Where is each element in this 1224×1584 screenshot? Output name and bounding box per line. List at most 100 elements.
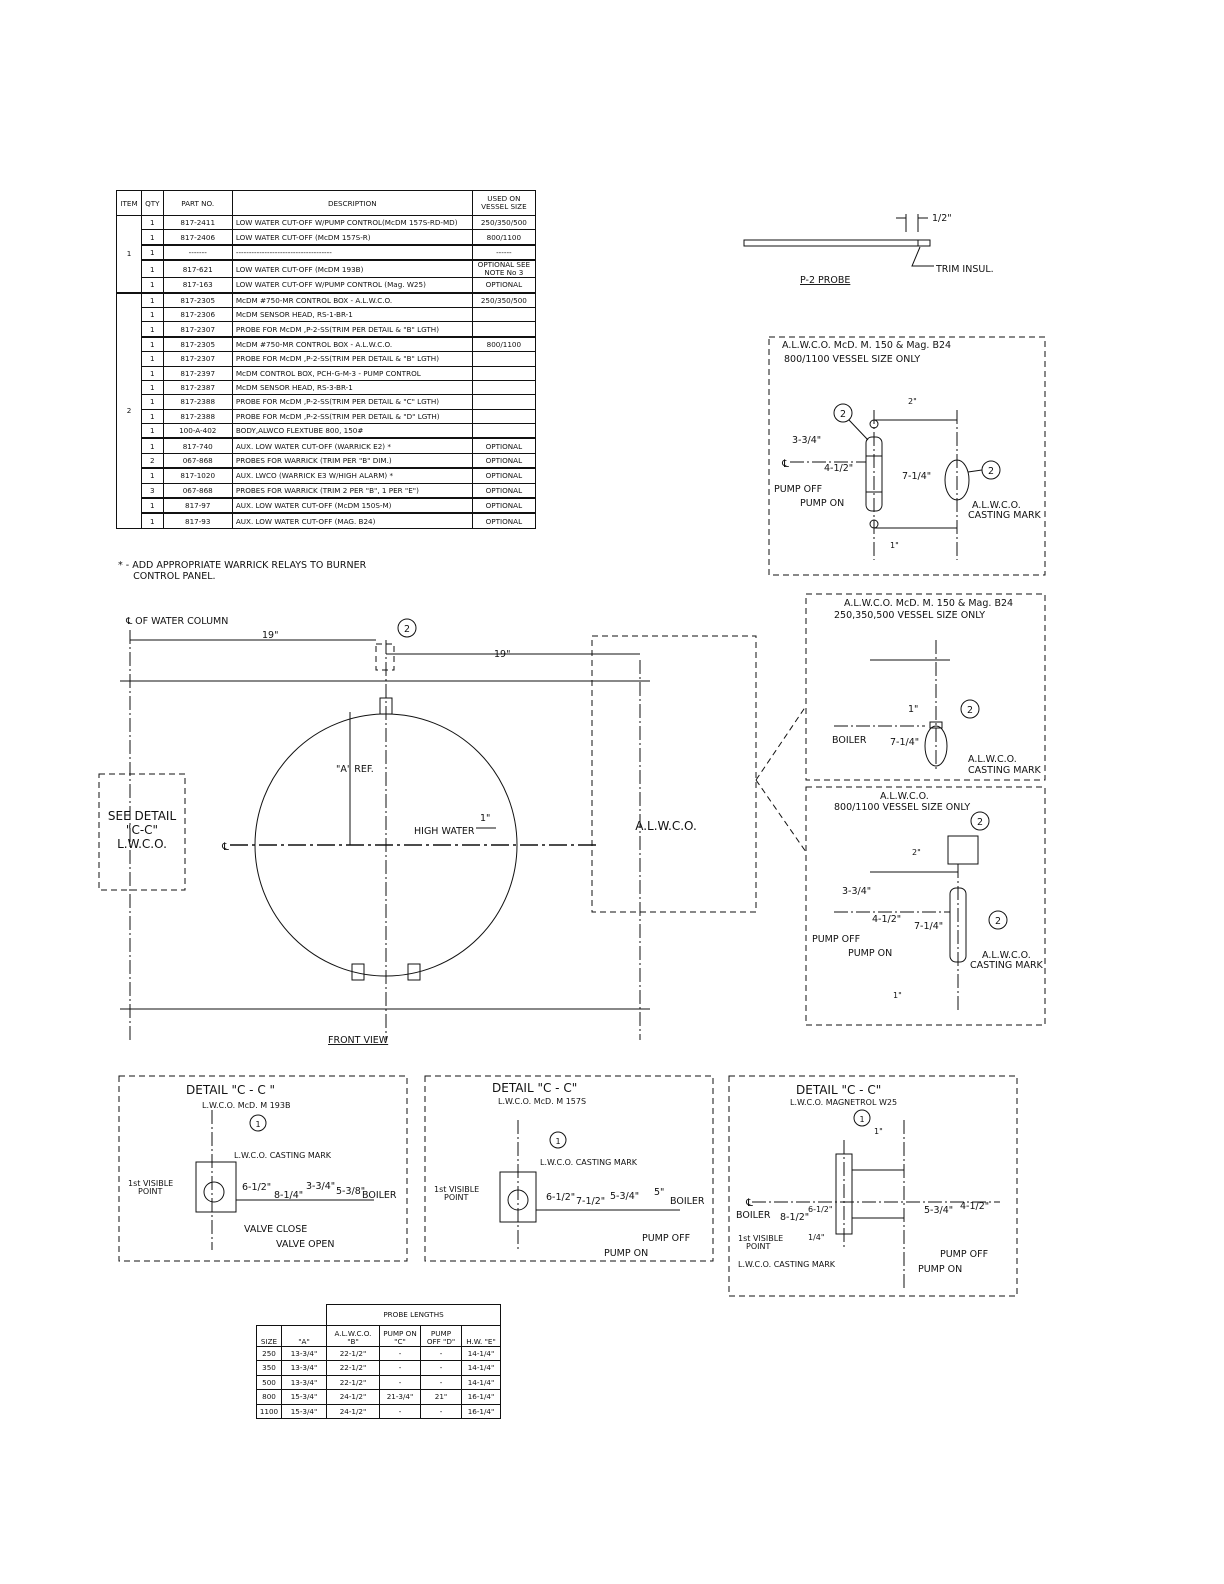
svg-text:POINT: POINT xyxy=(444,1193,468,1202)
svg-text:2": 2" xyxy=(912,848,921,857)
svg-text:A.L.W.C.O. McD. M. 150 & Mag.: A.L.W.C.O. McD. M. 150 & Mag. B24 xyxy=(844,598,1013,609)
svg-text:VALVE CLOSE: VALVE CLOSE xyxy=(244,1224,307,1235)
p2-probe-title: P-2 PROBE xyxy=(800,275,850,286)
svg-text:BOILER: BOILER xyxy=(736,1210,771,1221)
svg-text:POINT: POINT xyxy=(138,1187,162,1196)
cell-used-on: 250/350/500 xyxy=(471,214,537,231)
alwco-box xyxy=(591,635,757,913)
parts-table-header: ITEM QTY PART NO. DESCRIPTION USED ON VE… xyxy=(115,190,537,216)
probe-cell: 16-1/4" xyxy=(461,1403,501,1419)
svg-text:7-1/4": 7-1/4" xyxy=(914,921,943,932)
cell-used-on: OPTIONAL xyxy=(471,512,537,529)
detail-alwco-250-350-500: A.L.W.C.O. McD. M. 150 & Mag. B24 250,35… xyxy=(805,593,1046,781)
probe-lengths-header: SIZE "A" A.L.W.C.O. "B" PUMP ON "C" PUMP… xyxy=(256,1324,501,1347)
svg-text:PUMP OFF: PUMP OFF xyxy=(774,484,822,495)
parts-table: ITEM QTY PART NO. DESCRIPTION USED ON VE… xyxy=(115,190,537,529)
svg-text:L.W.C.O. MAGNETROL W25: L.W.C.O. MAGNETROL W25 xyxy=(790,1098,897,1107)
probe-cell: 24-1/2" xyxy=(326,1403,380,1419)
svg-text:A.L.W.C.O.: A.L.W.C.O. xyxy=(972,500,1021,511)
svg-text:7-1/2": 7-1/2" xyxy=(576,1196,605,1207)
svg-text:1": 1" xyxy=(890,541,899,550)
cell-description: LOW WATER CUT-OFF W/PUMP CONTROL(McDM 15… xyxy=(231,214,473,231)
svg-text:PUMP ON: PUMP ON xyxy=(848,948,892,959)
front-view-title: FRONT VIEW xyxy=(328,1035,389,1046)
trim-insul-label: TRIM INSUL. xyxy=(935,264,994,275)
cell-qty: 1 xyxy=(141,306,164,323)
svg-text:19": 19" xyxy=(262,630,278,641)
svg-text:2: 2 xyxy=(967,705,973,716)
detail-cc-157s: DETAIL "C - C" L.W.C.O. McD. M 157S 1 L.… xyxy=(424,1075,714,1262)
svg-text:4-1/2": 4-1/2" xyxy=(872,914,901,925)
svg-text:A.L.W.C.O.: A.L.W.C.O. xyxy=(982,950,1031,961)
probe-dim-label: 1/2" xyxy=(932,213,952,224)
svg-text:VALVE OPEN: VALVE OPEN xyxy=(276,1239,334,1250)
svg-text:BOILER: BOILER xyxy=(362,1190,397,1201)
header-e: H.W. "E" xyxy=(461,1324,501,1347)
svg-text:L.W.C.O. CASTING MARK: L.W.C.O. CASTING MARK xyxy=(540,1158,638,1167)
svg-text:8-1/4": 8-1/4" xyxy=(274,1190,303,1201)
p2-probe-detail: 1/2" TRIM INSUL. P-2 PROBE xyxy=(743,213,994,286)
svg-text:PUMP OFF: PUMP OFF xyxy=(642,1233,690,1244)
svg-text:5-3/4": 5-3/4" xyxy=(610,1191,639,1202)
svg-text:CASTING MARK: CASTING MARK xyxy=(968,510,1042,521)
probe-cell: - xyxy=(379,1403,421,1419)
svg-text:19": 19" xyxy=(494,649,510,660)
svg-text:1st VISIBLE: 1st VISIBLE xyxy=(738,1234,783,1243)
svg-text:1": 1" xyxy=(480,813,490,824)
cell-part-no: 817-93 xyxy=(162,512,233,529)
svg-text:5-3/8": 5-3/8" xyxy=(336,1186,365,1197)
svg-text:PUMP OFF: PUMP OFF xyxy=(940,1249,988,1260)
svg-text:1": 1" xyxy=(908,704,918,715)
svg-text:POINT: POINT xyxy=(746,1242,770,1251)
svg-text:CASTING MARK: CASTING MARK xyxy=(968,765,1042,776)
svg-text:DETAIL "C - C": DETAIL "C - C" xyxy=(492,1081,577,1095)
svg-text:L.W.C.O. CASTING MARK: L.W.C.O. CASTING MARK xyxy=(738,1260,836,1269)
svg-text:5-3/4": 5-3/4" xyxy=(924,1205,953,1216)
probe-rod xyxy=(743,239,931,247)
svg-text:1: 1 xyxy=(255,1120,260,1129)
svg-text:"C-C": "C-C" xyxy=(126,823,158,837)
cell-part-no: 817-163 xyxy=(162,277,233,294)
cell-part-no: 817-621 xyxy=(162,259,233,279)
svg-text:1st VISIBLE: 1st VISIBLE xyxy=(434,1185,479,1194)
svg-text:L.W.C.O. McD. M 157S: L.W.C.O. McD. M 157S xyxy=(498,1097,586,1106)
svg-text:"A" REF.: "A" REF. xyxy=(336,764,374,775)
cell-description: McDM SENSOR HEAD, RS-1-BR-1 xyxy=(231,306,473,323)
svg-text:2: 2 xyxy=(977,817,983,828)
svg-text:DETAIL "C - C ": DETAIL "C - C " xyxy=(186,1083,275,1097)
svg-text:2: 2 xyxy=(840,409,846,420)
svg-text:1: 1 xyxy=(859,1115,864,1124)
svg-text:3-3/4": 3-3/4" xyxy=(306,1181,335,1192)
detail-cc-w25: DETAIL "C - C" L.W.C.O. MAGNETROL W25 1 … xyxy=(728,1075,1018,1297)
svg-text:8-1/2": 8-1/2" xyxy=(780,1212,809,1223)
probe-lengths-table: PROBE LENGTHS SIZE "A" A.L.W.C.O. "B" PU… xyxy=(256,1304,501,1419)
detail-subtitle: 800/1100 VESSEL SIZE ONLY xyxy=(784,354,920,365)
cell-part-no: 817-2411 xyxy=(162,214,233,231)
cell-description: AUX. LOW WATER CUT-OFF (MAG. B24) xyxy=(231,512,473,529)
svg-text:A.L.W.C.O.: A.L.W.C.O. xyxy=(880,791,929,802)
header-c: PUMP ON "C" xyxy=(379,1324,421,1347)
svg-text:1/4": 1/4" xyxy=(808,1233,825,1242)
svg-text:1": 1" xyxy=(874,1127,883,1136)
header-used-on: USED ON VESSEL SIZE xyxy=(471,190,537,216)
svg-text:3-3/4": 3-3/4" xyxy=(792,435,821,446)
svg-text:6-1/2": 6-1/2" xyxy=(808,1205,833,1214)
svg-text:℄: ℄ xyxy=(221,841,229,853)
detail-alwco-800-1100-lower: A.L.W.C.O. 800/1100 VESSEL SIZE ONLY 2 2… xyxy=(805,786,1046,1026)
relay-note: * - ADD APPROPRIATE WARRICK RELAYS TO BU… xyxy=(118,560,367,582)
svg-text:1: 1 xyxy=(555,1137,560,1146)
svg-text:BOILER: BOILER xyxy=(832,735,867,746)
svg-text:HIGH WATER: HIGH WATER xyxy=(414,826,475,837)
svg-text:7-1/4": 7-1/4" xyxy=(890,737,919,748)
